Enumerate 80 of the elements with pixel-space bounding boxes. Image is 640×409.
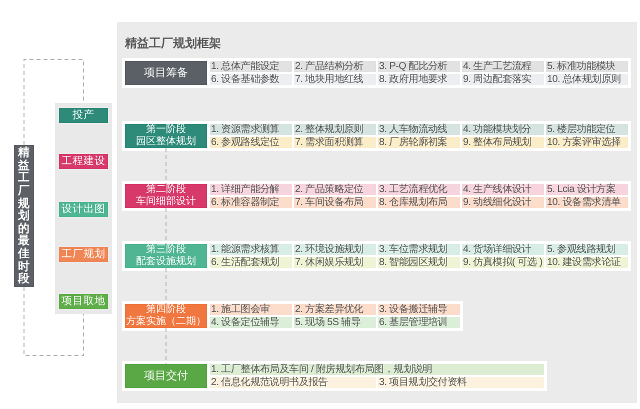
task-cell: 5. 标准功能模块: [546, 61, 628, 72]
task-cell: 7. 地块用地红线: [294, 74, 376, 85]
stage-name: 园区整体规划: [135, 136, 197, 148]
task-cell: 2. 整体规划原则: [294, 124, 376, 135]
task-cell: 7. 车间设备布局: [294, 197, 376, 208]
task-cell: 6. 设备基础参数: [210, 74, 292, 85]
task-cell: 8. 政府用地要求: [378, 74, 460, 85]
task-cell: 4. 设备定位辅导: [210, 317, 292, 328]
task-cell: 5. 楼层功能定位: [546, 124, 628, 135]
phase-tag: 投产: [59, 108, 108, 123]
stage-name: 配套设施规划: [135, 256, 197, 268]
stage-header: 项目交付: [125, 364, 207, 388]
task-cell: 1. 总体产能设定: [210, 61, 292, 72]
task-cell: 4. 货场详细设计: [462, 244, 544, 255]
task-cell: 9. 仿真模拟( 可选 ): [462, 257, 544, 268]
task-cell: 4. 生产线体设计: [462, 184, 544, 195]
task-cell: 2. 信息化规范说明书及报告: [210, 377, 376, 388]
task-cell: 1. 能源需求核算: [210, 244, 292, 255]
stage-name: 方案实施（二期）: [125, 316, 207, 328]
phase-tag: 工厂规划: [59, 247, 108, 262]
task-cell: 10. 方案评审选择: [546, 137, 628, 148]
task-cell: 2. 环境设施规划: [294, 244, 376, 255]
stage-header: 项目筹备: [125, 61, 207, 85]
phase-tag: 设计出图: [59, 202, 108, 217]
phase-panel: [55, 103, 112, 314]
task-cell: 3. 项目规划交付资料: [378, 377, 544, 388]
task-cell: 1. 详细产能分解: [210, 184, 292, 195]
task-cell: 2. 产品结构分析: [294, 61, 376, 72]
framework-panel: [117, 22, 637, 403]
task-cell: 6. 标准容器制定: [210, 197, 292, 208]
task-cell: 10. 建设需求论证: [546, 257, 628, 268]
task-cell: 5. Lcia 设计方案: [546, 184, 628, 195]
task-cell: 5. 参观线路规划: [546, 244, 628, 255]
task-cell: 10. 总体规划原则: [546, 74, 628, 85]
stage-row-card: [122, 361, 547, 391]
task-cell: 7. 休闲娱乐规划: [294, 257, 376, 268]
stage-row-card: [122, 181, 631, 211]
stage-number: 第三阶段: [145, 244, 187, 256]
task-cell: 4. 功能模块划分: [462, 124, 544, 135]
task-cell: 2. 产品策略定位: [294, 184, 376, 195]
task-cell: 9. 整体布局规划: [462, 137, 544, 148]
task-cell: 4. 生产工艺流程: [462, 61, 544, 72]
task-cell: 1. 施工图会审: [210, 304, 292, 315]
stage-row-card: [122, 241, 631, 271]
task-cell: 9. 动线细化设计: [462, 197, 544, 208]
task-cell: 8. 仓库规划布局: [378, 197, 460, 208]
task-cell: 8. 厂房轮廓初案: [378, 137, 460, 148]
task-cell: 3. 人车物流动线: [378, 124, 460, 135]
dashed-connector: [24, 59, 84, 146]
vertical-title-label: 精益工厂规划的最佳时段: [14, 145, 34, 287]
task-cell: 10. 设备需求清单: [546, 197, 628, 208]
task-cell: 6. 基层管理培训: [378, 317, 460, 328]
task-cell: 2. 方案差异优化: [294, 304, 376, 315]
stage-header: [125, 184, 207, 208]
task-cell: 9. 周边配套落实: [462, 74, 544, 85]
stage-name: 车间细部设计: [135, 196, 197, 208]
stage-number: 第二阶段: [145, 184, 187, 196]
task-cell: 1. 资源需求测算: [210, 124, 292, 135]
task-cell: 6. 参观路线定位: [210, 137, 292, 148]
stage-number: 第一阶段: [145, 124, 187, 136]
task-cell: 3. 工艺流程优化: [378, 184, 460, 195]
task-cell: 1. 工厂整体布局及车间 / 附房规划布局图，规划说明: [210, 364, 544, 375]
stage-row-card: [122, 301, 463, 331]
stage-header: [125, 304, 207, 328]
task-cell: 3. P-Q 配比分析: [378, 61, 460, 72]
task-cell: 3. 设备搬迁辅导: [378, 304, 460, 315]
phase-tag: 工程建设: [59, 154, 108, 169]
stage-row-card: [122, 121, 631, 151]
task-cell: 5. 现场 5S 辅导: [294, 317, 376, 328]
phase-tag: 项目取地: [59, 294, 108, 309]
task-cell: 6. 生活配套规划: [210, 257, 292, 268]
panel-title: 精益工厂规划框架: [125, 35, 221, 52]
task-cell: 7. 需求面积测算: [294, 137, 376, 148]
task-cell: 8. 智能园区规划: [378, 257, 460, 268]
dashed-connector: [24, 286, 84, 356]
stage-number: 第四阶段: [145, 304, 187, 316]
stage-header: [125, 124, 207, 148]
stage-header: [125, 244, 207, 268]
stage-row-card: [122, 58, 631, 88]
task-cell: 3. 车位需求规划: [378, 244, 460, 255]
